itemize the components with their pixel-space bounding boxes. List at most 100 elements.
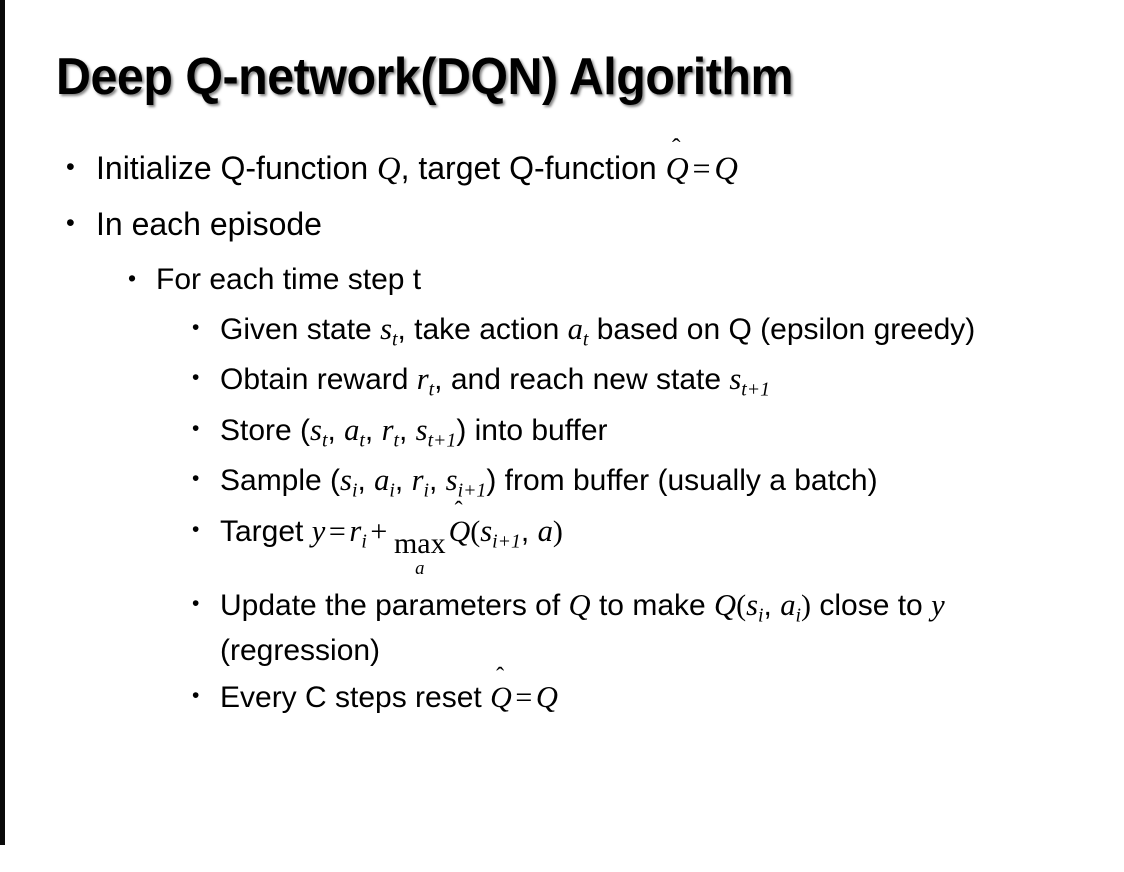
text-fragment: to make xyxy=(590,589,715,623)
math-paren-close: ) xyxy=(801,589,812,623)
math-subscript: t+1 xyxy=(741,378,771,401)
text-separator: , xyxy=(763,589,781,623)
math-var-r: r xyxy=(381,412,394,447)
math-var-a: a xyxy=(780,588,796,623)
math-var-q2: Q xyxy=(714,151,738,187)
math-var-q: Q xyxy=(535,679,558,714)
list-item-sample-tuple: • Sample (si, ai, ri, si+1) from buffer … xyxy=(0,460,1124,504)
list-item-store-tuple: • Store (st, at, rt, st+1) into buffer xyxy=(0,410,1124,454)
math-var-s: s xyxy=(480,513,493,548)
math-subscript: t xyxy=(582,328,589,351)
list-item-target-equation: • Target y=ri+maxâQ(si+1, a) xyxy=(0,511,1124,579)
math-subscript: t xyxy=(321,429,328,452)
math-subscript: i xyxy=(423,479,430,502)
text-fragment: (regression) xyxy=(220,633,381,667)
list-item-every-c-steps: • Every C steps reset ̂Q=Q xyxy=(0,677,1124,719)
math-paren-open: ( xyxy=(736,589,747,623)
list-item-text: Update the parameters of Q to make Q(si,… xyxy=(220,585,1104,671)
bullet-glyph: • xyxy=(66,209,75,238)
bullet-glyph: • xyxy=(128,265,137,292)
math-subscript: i xyxy=(795,604,802,627)
text-fragment: Update the parameters of xyxy=(220,589,569,623)
text-separator: , xyxy=(520,514,538,548)
list-item-text: Obtain reward rt, and reach new state st… xyxy=(220,359,1104,403)
text-fragment: , target Q-function xyxy=(400,150,666,186)
math-subscript: i xyxy=(361,530,367,553)
math-var-q2: Q xyxy=(714,588,737,623)
math-subscript: i+1 xyxy=(492,530,521,553)
list-item-in-each-episode: • In each episode xyxy=(0,204,1124,246)
math-var-qhat-base: Q xyxy=(490,680,512,714)
bullet-glyph: • xyxy=(192,683,200,707)
math-var-r: r xyxy=(416,362,429,397)
math-subscript: t xyxy=(359,429,365,452)
math-var-s: s xyxy=(310,412,322,447)
math-var-a: a xyxy=(537,513,553,548)
text-fragment: Target xyxy=(220,514,312,548)
bullet-glyph: • xyxy=(66,153,75,181)
math-q-hat: ̂Q xyxy=(490,677,512,718)
math-subscript: t xyxy=(428,378,435,401)
math-subscript: i xyxy=(351,479,358,502)
bullet-glyph: • xyxy=(192,517,200,541)
list-item-text: Every C steps reset ̂Q=Q xyxy=(220,677,1104,719)
math-subscript: i xyxy=(389,479,395,502)
math-var-s: s xyxy=(746,588,759,623)
text-fragment: , take action xyxy=(397,313,568,347)
list-item-text: Target y=ri+maxâQ(si+1, a) xyxy=(220,511,1104,579)
algorithm-bullet-list: • Initialize Q-function Q, target Q-func… xyxy=(0,148,1124,725)
text-fragment: ) from buffer (usually a batch) xyxy=(486,464,878,498)
math-var-a: a xyxy=(374,463,390,498)
bullet-glyph: • xyxy=(192,366,200,390)
max-limit-variable: a xyxy=(415,558,425,580)
math-subscript: t xyxy=(391,328,398,351)
math-operator-equals: = xyxy=(692,150,711,186)
list-item-obtain-reward: • Obtain reward rt, and reach new state … xyxy=(0,359,1124,403)
bullet-glyph: • xyxy=(192,416,200,440)
math-paren-open: ( xyxy=(470,514,481,548)
math-var-qhat-base: Q xyxy=(665,150,689,186)
text-fragment: Initialize Q-function xyxy=(96,150,378,186)
text-separator: , xyxy=(429,464,446,498)
math-var-s: s xyxy=(340,463,352,498)
math-subscript: i xyxy=(758,604,764,627)
math-subscript: t xyxy=(393,429,399,452)
text-fragment: , and reach new state xyxy=(434,363,730,397)
text-separator: , xyxy=(364,413,382,447)
text-fragment: based on Q (epsilon greedy) xyxy=(588,313,976,347)
list-item-for-each-time-step: • For each time step t xyxy=(0,260,1124,299)
list-item-text: For each time step t xyxy=(156,263,422,297)
math-var-s: s xyxy=(380,312,392,347)
math-var-y: y xyxy=(311,513,326,548)
text-separator: , xyxy=(327,413,345,447)
bullet-glyph: • xyxy=(192,467,200,491)
list-item-text: Store (st, at, rt, st+1) into buffer xyxy=(220,410,1104,454)
math-var-q: Q xyxy=(568,588,591,623)
math-var-s: s xyxy=(729,362,742,397)
math-var-r: r xyxy=(411,463,424,498)
list-item-update-parameters: • Update the parameters of Q to make Q(s… xyxy=(0,585,1124,671)
bullet-glyph: • xyxy=(192,316,200,340)
max-label: max xyxy=(393,527,446,561)
math-var-qhat-base: Q xyxy=(448,514,471,548)
text-fragment: Given state xyxy=(220,313,381,347)
text-separator: , xyxy=(394,464,412,498)
text-fragment: ) into buffer xyxy=(456,413,608,447)
math-q-hat: ̂Q xyxy=(666,148,689,190)
math-var-s2: s xyxy=(445,463,458,498)
math-operator-equals: = xyxy=(328,514,346,548)
text-fragment: close to xyxy=(811,589,932,623)
page-title: Deep Q-network(DQN) Algorithm xyxy=(56,48,793,106)
list-item-text: Given state st, take action at based on … xyxy=(220,309,1104,353)
text-fragment: Every C steps reset xyxy=(220,680,491,714)
list-item-text: In each episode xyxy=(96,206,322,243)
math-operator-plus: + xyxy=(370,514,388,548)
math-var-s2: s xyxy=(415,412,428,447)
math-paren-close: ) xyxy=(552,514,563,548)
math-subscript: i+1 xyxy=(457,479,487,502)
left-edge-strip xyxy=(0,0,5,845)
text-fragment: Obtain reward xyxy=(220,363,417,397)
list-item-text: Sample (si, ai, ri, si+1) from buffer (u… xyxy=(220,460,1104,504)
